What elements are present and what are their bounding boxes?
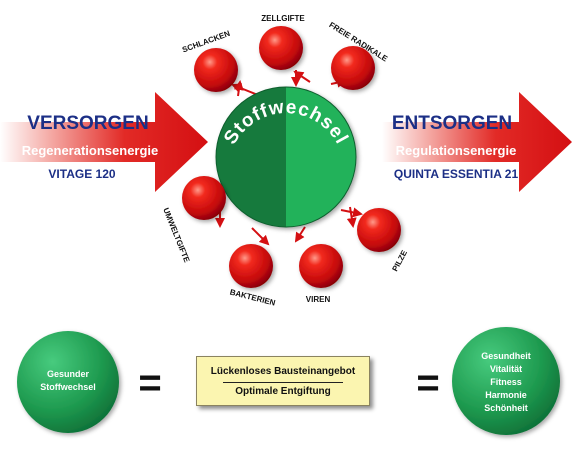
stoffwechsel-sub-label: Stoffwechsel [40, 382, 96, 392]
result-gesundheit: Gesundheit [481, 351, 531, 361]
equals-sign-right: = [416, 361, 439, 405]
gesunder-label: Gesunder [47, 369, 90, 379]
result-fitness: Fitness [490, 377, 522, 387]
versorgen-arrow [0, 92, 208, 192]
label-umweltgifte: UMWELTGIFTE [161, 206, 191, 264]
ball-bakterien [229, 244, 273, 288]
result-vitalitaet: Vitalität [490, 364, 522, 374]
entsorgen-subtitle: Regulationsenergie [396, 143, 517, 158]
gesundheit-circle [452, 327, 560, 435]
outflow-arrows [231, 70, 347, 97]
equals-sign-left: = [138, 361, 161, 405]
gesunder-stoffwechsel-circle [17, 331, 119, 433]
box-line-bausteinangebot: Lückenloses Bausteinangebot [210, 366, 356, 377]
ball-pilze [357, 208, 401, 252]
result-schoenheit: Schönheit [484, 403, 528, 413]
ball-zellgifte [259, 26, 303, 70]
entsorgen-arrow [382, 92, 572, 192]
ball-umweltgifte [182, 176, 226, 220]
versorgen-product: VITAGE 120 [48, 167, 115, 181]
label-zellgifte: ZELLGIFTE [261, 14, 305, 23]
ball-schlacken [194, 48, 238, 92]
ball-viren [299, 244, 343, 288]
box-line-entgiftung: Optimale Entgiftung [235, 386, 331, 397]
definition-box: Lückenloses Bausteinangebot Optimale Ent… [196, 356, 370, 406]
label-viren: VIREN [306, 295, 331, 304]
versorgen-subtitle: Regenerationsenergie [22, 143, 159, 158]
versorgen-title: VERSORGEN [27, 113, 148, 134]
box-divider [223, 382, 343, 383]
result-harmonie: Harmonie [485, 390, 527, 400]
entsorgen-title: ENTSORGEN [392, 113, 512, 134]
label-bakterien: BAKTERIEN [229, 288, 277, 308]
entsorgen-product: QUINTA ESSENTIA 21 [394, 167, 519, 181]
stoffwechsel-circle [215, 86, 357, 228]
label-pilze: PILZE [390, 248, 409, 273]
ball-freie-radikale [331, 46, 375, 90]
